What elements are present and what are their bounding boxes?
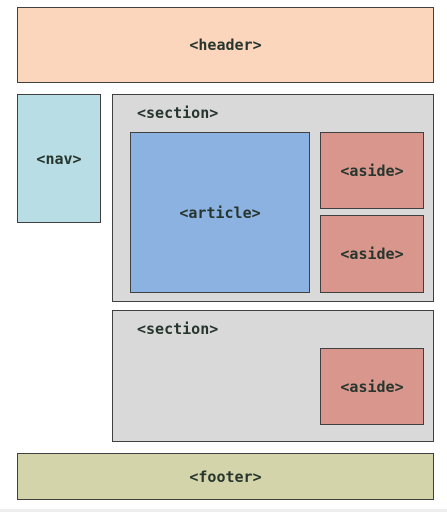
header-label: <header> [189, 36, 262, 54]
header-block: <header> [17, 7, 434, 83]
nav-block: <nav> [17, 94, 101, 223]
article-block: <article> [130, 132, 310, 293]
section-block-2: <section> <aside> [112, 310, 434, 442]
aside-label-2: <aside> [340, 245, 404, 263]
footer-block: <footer> [17, 453, 434, 500]
aside-block-1: <aside> [320, 132, 424, 209]
article-label: <article> [179, 203, 261, 222]
footer-label: <footer> [189, 467, 262, 486]
aside-block-3: <aside> [320, 348, 424, 425]
section-label-2: <section> [137, 320, 219, 338]
aside-label-3: <aside> [340, 377, 404, 396]
nav-label: <nav> [36, 149, 82, 168]
aside-label-1: <aside> [340, 161, 404, 180]
section-block-1: <section> <article> <aside> <aside> [112, 94, 434, 302]
aside-block-2: <aside> [320, 215, 424, 293]
bottom-edge-strip [0, 509, 447, 512]
section-label-1: <section> [137, 104, 219, 122]
